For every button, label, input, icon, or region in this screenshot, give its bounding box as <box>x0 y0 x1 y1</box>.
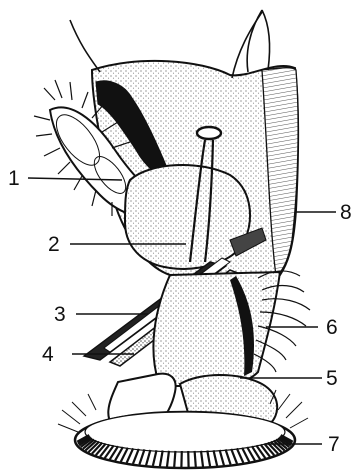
label-7: 7 <box>328 433 340 456</box>
label-8: 8 <box>340 201 352 224</box>
labium <box>153 272 280 386</box>
label-2: 2 <box>48 233 60 256</box>
label-4: 4 <box>42 343 54 366</box>
ring-ridge <box>174 451 175 467</box>
label-3: 3 <box>54 303 66 326</box>
label-1: 1 <box>8 167 20 190</box>
label-5: 5 <box>326 367 338 390</box>
label-6: 6 <box>326 316 338 339</box>
labrum <box>125 165 250 269</box>
pseudotrachea <box>75 412 295 468</box>
canal-opening <box>197 127 221 139</box>
ring-ridge <box>195 451 196 467</box>
